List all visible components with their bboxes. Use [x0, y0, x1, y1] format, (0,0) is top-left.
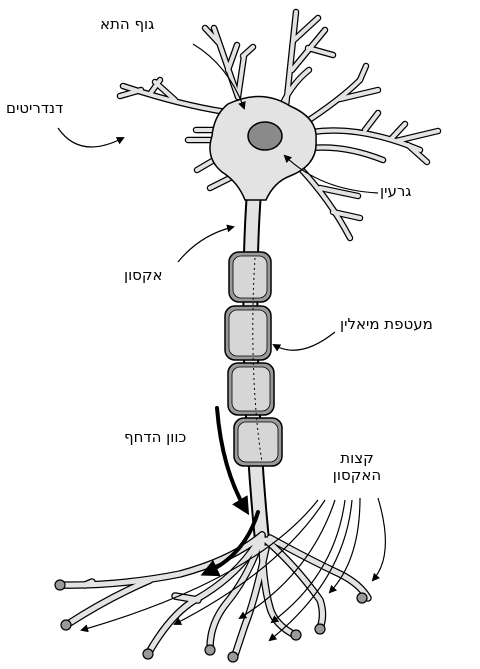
label-axon-terminals-line2: האקסון — [318, 467, 396, 484]
label-axon: אקסון — [124, 267, 163, 284]
myelin-segment — [229, 252, 271, 302]
terminal-knob — [315, 624, 325, 634]
label-axon-terminals-line1: קצות — [318, 450, 396, 467]
terminal-knob — [291, 630, 301, 640]
pointer-myelin — [274, 332, 335, 350]
terminal-knob — [143, 649, 153, 659]
label-nucleus: גרעין — [380, 183, 411, 200]
nucleus — [248, 122, 282, 150]
label-cell-body: גוף התא — [100, 16, 154, 33]
terminal-knob — [357, 593, 367, 603]
label-dendrites: דנדריטים — [6, 100, 63, 117]
pointer-terminal — [373, 498, 385, 580]
myelin-segment — [228, 363, 274, 415]
pointer-axon — [178, 227, 233, 262]
myelin-segment — [225, 306, 271, 360]
label-axon-terminals: קצות האקסון — [318, 450, 396, 485]
label-impulse-direction: כוון הדחף — [124, 429, 186, 446]
terminal-knob — [55, 580, 65, 590]
axon-terminals — [60, 535, 368, 658]
label-myelin-sheath: מעטפת מיאלין — [340, 316, 433, 333]
myelin-segment — [234, 418, 282, 466]
terminal-knob — [228, 652, 238, 662]
myelin-sheath — [225, 252, 282, 466]
terminal-knob — [61, 620, 71, 630]
pointer-dendrites — [58, 128, 123, 147]
terminal-knob — [205, 645, 215, 655]
